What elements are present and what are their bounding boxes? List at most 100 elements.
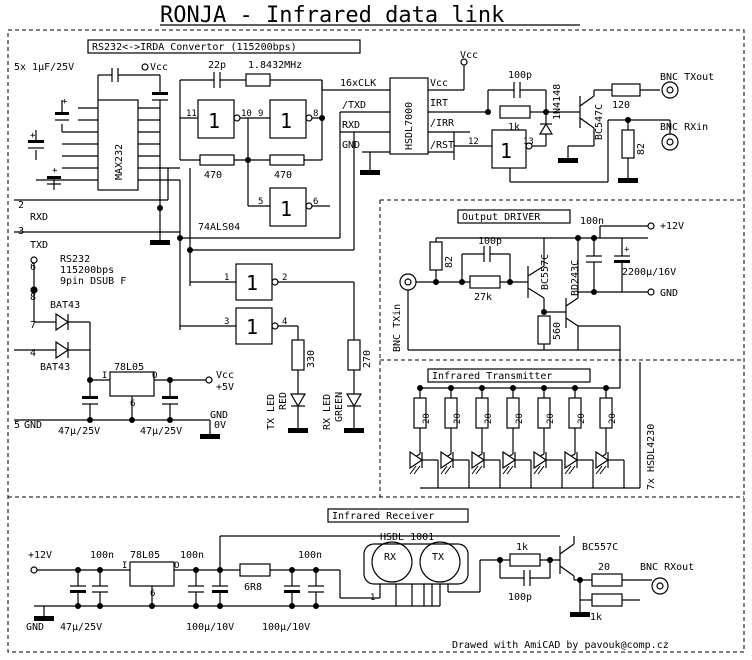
svg-text:1: 1 [208,109,220,133]
resistor-20-label: 20 [422,413,432,424]
emission-arrow [564,465,572,475]
svg-text:47μ/25V: 47μ/25V [60,622,102,633]
diode-bat43a [55,312,70,332]
svg-text:8: 8 [30,292,36,303]
svg-text:RED: RED [278,392,289,410]
svg-text:6: 6 [130,399,135,409]
vcc-terminal [141,63,149,71]
svg-text:4: 4 [282,317,287,327]
resistor-82d [429,241,443,271]
svg-text:5: 5 [14,420,20,431]
ir-led [502,450,517,470]
svg-text:16xCLK: 16xCLK [340,78,376,89]
svg-text:1: 1 [280,197,292,221]
svg-text:GND: GND [24,420,42,431]
led-rx-green [345,393,363,408]
transmitter-label-box [427,368,591,383]
svg-text:120: 120 [612,100,630,111]
svg-text:1.8432MHz: 1.8432MHz [248,60,302,71]
resistor-560 [537,315,551,345]
svg-text:4: 4 [30,348,36,359]
svg-text:270: 270 [362,350,373,368]
svg-text:7x HSDL4230: 7x HSDL4230 [646,424,657,490]
svg-text:5: 5 [258,197,263,207]
resistor-120 [611,83,641,97]
svg-text:7: 7 [30,320,36,331]
resistor-20-label: 20 [453,413,463,424]
hsdl1001-module [363,543,469,585]
svg-text:GND: GND [660,288,678,299]
emission-arrow [533,465,541,475]
svg-text:BNC RXin: BNC RXin [660,122,708,133]
resistor-20-label: 20 [608,413,618,424]
emission-arrow [506,465,514,475]
emission-arrow [537,465,545,475]
svg-text:10: 10 [241,109,252,119]
gnd-symbol [150,240,170,245]
gate-u2 [269,99,307,139]
svg-text:TXD: TXD [30,240,48,251]
svg-text:1: 1 [500,139,512,163]
svg-text:BC557C: BC557C [582,542,618,553]
svg-text:Vcc: Vcc [460,50,478,61]
ir-led [471,450,486,470]
svg-text:+12V: +12V [28,550,52,561]
svg-text:82: 82 [636,143,647,155]
emission-arrow [568,465,576,475]
svg-text:/RST: /RST [430,140,454,151]
led-tx-red [289,393,307,408]
svg-text:1k: 1k [516,542,528,553]
svg-text:0V: 0V [214,420,226,431]
svg-text:TX LED: TX LED [266,394,277,430]
svg-text:6: 6 [313,197,318,207]
svg-text:470: 470 [204,170,222,181]
resistor-20-label: 20 [515,413,525,424]
svg-text:47μ/25V: 47μ/25V [58,426,100,437]
svg-text:O: O [152,371,157,381]
resistor-27k [469,275,501,289]
crystal [245,73,271,87]
svg-text:2: 2 [282,273,287,283]
svg-text:GND: GND [26,622,44,633]
svg-text:BNC TXin: BNC TXin [392,304,403,352]
hsdl7000-chip [389,77,429,155]
svg-text:100n: 100n [90,550,114,561]
svg-text:115200bps: 115200bps [60,265,114,276]
svg-text:I: I [102,371,107,381]
svg-text:82: 82 [444,256,455,268]
svg-text:100n: 100n [580,216,604,227]
resistor-rx1k-b [591,593,623,607]
svg-text:11: 11 [186,109,197,119]
resistor-1k [499,105,531,119]
svg-text:1: 1 [246,315,258,339]
svg-text:RXD: RXD [30,212,48,223]
emission-arrow [599,465,607,475]
svg-text:1: 1 [224,273,229,283]
svg-text:BC547C: BC547C [594,104,605,140]
resistor-82 [621,129,635,159]
svg-text:9: 9 [258,109,263,119]
emission-arrow [413,465,421,475]
svg-text:BAT43: BAT43 [40,362,70,373]
svg-text:Vcc: Vcc [430,78,448,89]
footer-credit: Drawed with AmiCAD by pavouk@comp.cz [452,640,669,651]
caps-label: 5x 1μF/25V [14,62,74,73]
diode-1n4148 [538,122,554,135]
svg-text:330: 330 [306,350,317,368]
svg-text:BNC TXout: BNC TXout [660,72,714,83]
svg-text:27k: 27k [474,292,492,303]
section-receiver: Infrared Receiver [332,511,434,522]
svg-text:470: 470 [274,170,292,181]
svg-text:1: 1 [246,271,258,295]
resistor-270 [347,339,361,371]
svg-text:HSDL 1001: HSDL 1001 [380,532,434,543]
ir-led [409,450,424,470]
svg-text:1N4148: 1N4148 [552,84,563,120]
svg-text:HSDL7000: HSDL7000 [404,102,415,150]
section-transmitter: Infrared Transmitter [432,371,552,382]
emission-arrow [471,465,479,475]
ir-led [564,450,579,470]
svg-text:O: O [174,561,179,571]
resistor-6r8 [239,563,271,577]
